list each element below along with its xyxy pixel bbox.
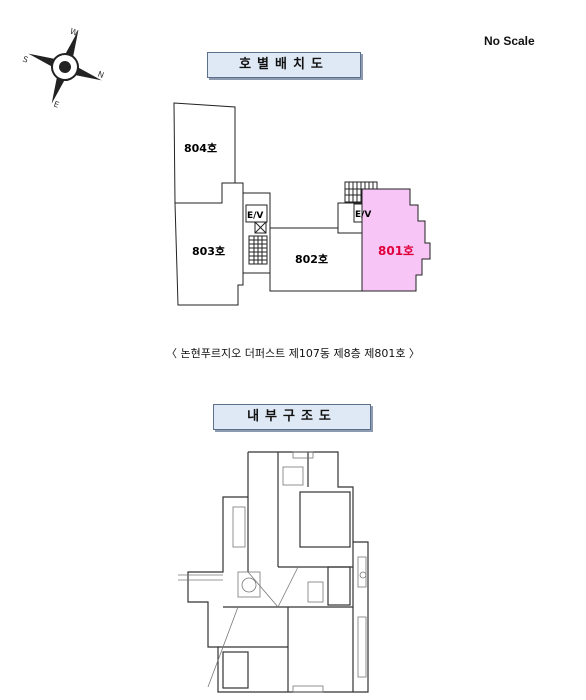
unit-801-label: 801호 — [378, 244, 414, 258]
unit-804-label: 804호 — [184, 141, 217, 155]
compass-n-label: N — [96, 70, 105, 81]
unit-803-shape — [174, 182, 244, 306]
compass-w-label: W — [69, 27, 80, 38]
compass-s-label: S — [21, 55, 29, 65]
left-ev-label: E/V — [247, 211, 263, 221]
unit-801-shape — [361, 188, 431, 292]
compass-rose: W N S E — [21, 27, 105, 110]
section-title-interior: 내부구조도 — [213, 404, 371, 430]
unit-layout-plan: 804호 803호 802호 801호 E/V E/V — [173, 102, 431, 306]
unit-803-label: 803호 — [192, 244, 225, 258]
interior-floor-plan — [178, 451, 369, 693]
section-title-unit-layout: 호별배치도 — [207, 52, 361, 78]
unit-802-label: 802호 — [295, 252, 328, 266]
right-ev-label: E/V — [355, 210, 371, 220]
compass-e-label: E — [52, 100, 60, 110]
no-scale-label: No Scale — [484, 34, 535, 48]
unit-caption: 〈 논현푸르지오 더퍼스트 제107동 제8층 제801호 〉 — [166, 347, 420, 360]
